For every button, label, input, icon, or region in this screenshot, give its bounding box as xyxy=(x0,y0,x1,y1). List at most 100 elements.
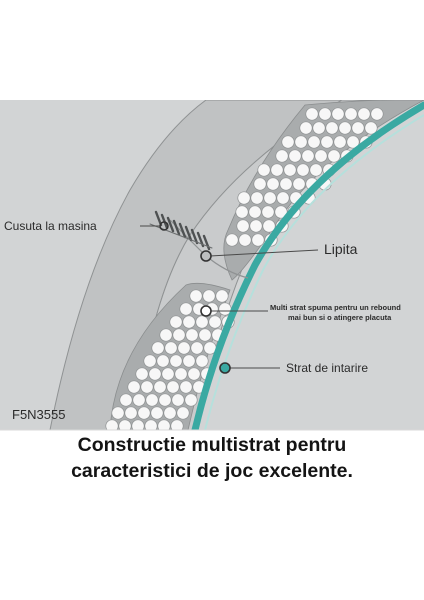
label-foam-line-1: Multi strat spuma pentru un rebound xyxy=(270,303,401,312)
caption-line-1: Constructie multistrat pentru xyxy=(77,434,347,456)
foam-bead xyxy=(184,393,198,407)
foam-bead xyxy=(344,107,358,121)
foam-bead xyxy=(164,341,178,355)
foam-bead xyxy=(158,393,172,407)
foam-bead xyxy=(187,367,201,381)
foam-bead xyxy=(257,163,271,177)
callout-marker-reinforcement xyxy=(219,362,231,374)
foam-bead xyxy=(215,289,229,303)
foam-bead xyxy=(171,393,185,407)
foam-bead xyxy=(249,219,263,233)
foam-bead xyxy=(235,205,249,219)
foam-bead xyxy=(237,191,251,205)
foam-bead xyxy=(161,367,175,381)
foam-bead xyxy=(170,419,184,430)
foam-bead xyxy=(182,315,196,329)
foam-bead xyxy=(346,135,360,149)
foam-bead xyxy=(185,328,199,342)
foam-bead xyxy=(305,107,319,121)
foam-bead xyxy=(182,354,196,368)
foam-bead xyxy=(148,367,162,381)
foam-bead xyxy=(248,205,262,219)
callout-line-glued xyxy=(209,249,319,257)
foam-bead xyxy=(250,191,264,205)
label-reinforcement: Strat de intarire xyxy=(286,361,368,375)
foam-bead xyxy=(159,328,173,342)
foam-bead xyxy=(202,289,216,303)
foam-bead xyxy=(251,233,265,247)
caption-line-2: caracteristici de joc excelente. xyxy=(71,460,353,482)
foam-bead xyxy=(301,149,315,163)
foam-bead xyxy=(198,328,212,342)
foam-bead xyxy=(157,419,171,430)
foam-bead xyxy=(294,135,308,149)
foam-bead xyxy=(153,380,167,394)
foam-bead xyxy=(119,393,133,407)
foam-bead xyxy=(327,149,341,163)
foam-bead xyxy=(163,406,177,420)
reinforcement-edge xyxy=(204,114,424,430)
foam-bead xyxy=(195,315,209,329)
foam-bead xyxy=(331,107,345,121)
foam-bead xyxy=(127,380,141,394)
foam-bead xyxy=(166,380,180,394)
foam-bead xyxy=(325,121,339,135)
foam-bead xyxy=(274,205,288,219)
foam-bead xyxy=(275,149,289,163)
foam-bead xyxy=(124,406,138,420)
foam-bead xyxy=(179,302,193,316)
foam-bead xyxy=(172,328,186,342)
foam-bead xyxy=(195,354,209,368)
foam-bead xyxy=(105,419,119,430)
foam-bead xyxy=(296,163,310,177)
foam-bead xyxy=(156,354,170,368)
foam-bead xyxy=(292,177,306,191)
foam-bead xyxy=(333,135,347,149)
foam-bead xyxy=(281,135,295,149)
label-code: F5N3555 xyxy=(12,407,65,422)
callout-marker-foam xyxy=(200,305,212,317)
foam-bead xyxy=(262,219,276,233)
foam-bead xyxy=(135,367,149,381)
reinforcement-layer xyxy=(191,101,424,430)
foam-bead xyxy=(132,393,146,407)
foam-bead xyxy=(179,380,193,394)
foam-bead xyxy=(238,233,252,247)
foam-bead xyxy=(118,419,132,430)
foam-bead xyxy=(140,380,154,394)
foam-bead xyxy=(283,163,297,177)
callout-marker-glued xyxy=(200,250,212,262)
foam-bead xyxy=(318,107,332,121)
foam-bead xyxy=(253,177,267,191)
foam-bead xyxy=(299,121,313,135)
foam-bead xyxy=(131,419,145,430)
foam-bead xyxy=(261,205,275,219)
label-glued: Lipita xyxy=(324,241,358,257)
foam-bead xyxy=(150,406,164,420)
foam-bead xyxy=(111,406,125,420)
foam-bead xyxy=(189,289,203,303)
foam-bead xyxy=(266,177,280,191)
label-foam-line-2: mai bun si o atingere placuta xyxy=(288,313,392,322)
label-machine-stitch: Cusuta la masina xyxy=(4,219,97,233)
foam-bead xyxy=(190,341,204,355)
foam-bead xyxy=(309,163,323,177)
foam-bead xyxy=(364,121,378,135)
foam-bead xyxy=(270,163,284,177)
foam-bead xyxy=(151,341,165,355)
foam-beads-lower xyxy=(105,289,235,430)
foam-bead xyxy=(145,393,159,407)
foam-bead xyxy=(263,191,277,205)
foam-bead xyxy=(370,107,384,121)
foam-bead xyxy=(225,233,239,247)
foam-bead xyxy=(143,354,157,368)
ball-layers-diagram: Cusuta la masina Lipita Multi strat spum… xyxy=(0,100,424,431)
foam-bead xyxy=(307,135,321,149)
foam-bead xyxy=(351,121,365,135)
foam-bead xyxy=(176,406,190,420)
foam-bead xyxy=(276,191,290,205)
foam-bead xyxy=(169,315,183,329)
foam-bead xyxy=(357,107,371,121)
foam-bead xyxy=(177,341,191,355)
callout-marker-stitch xyxy=(159,221,169,231)
